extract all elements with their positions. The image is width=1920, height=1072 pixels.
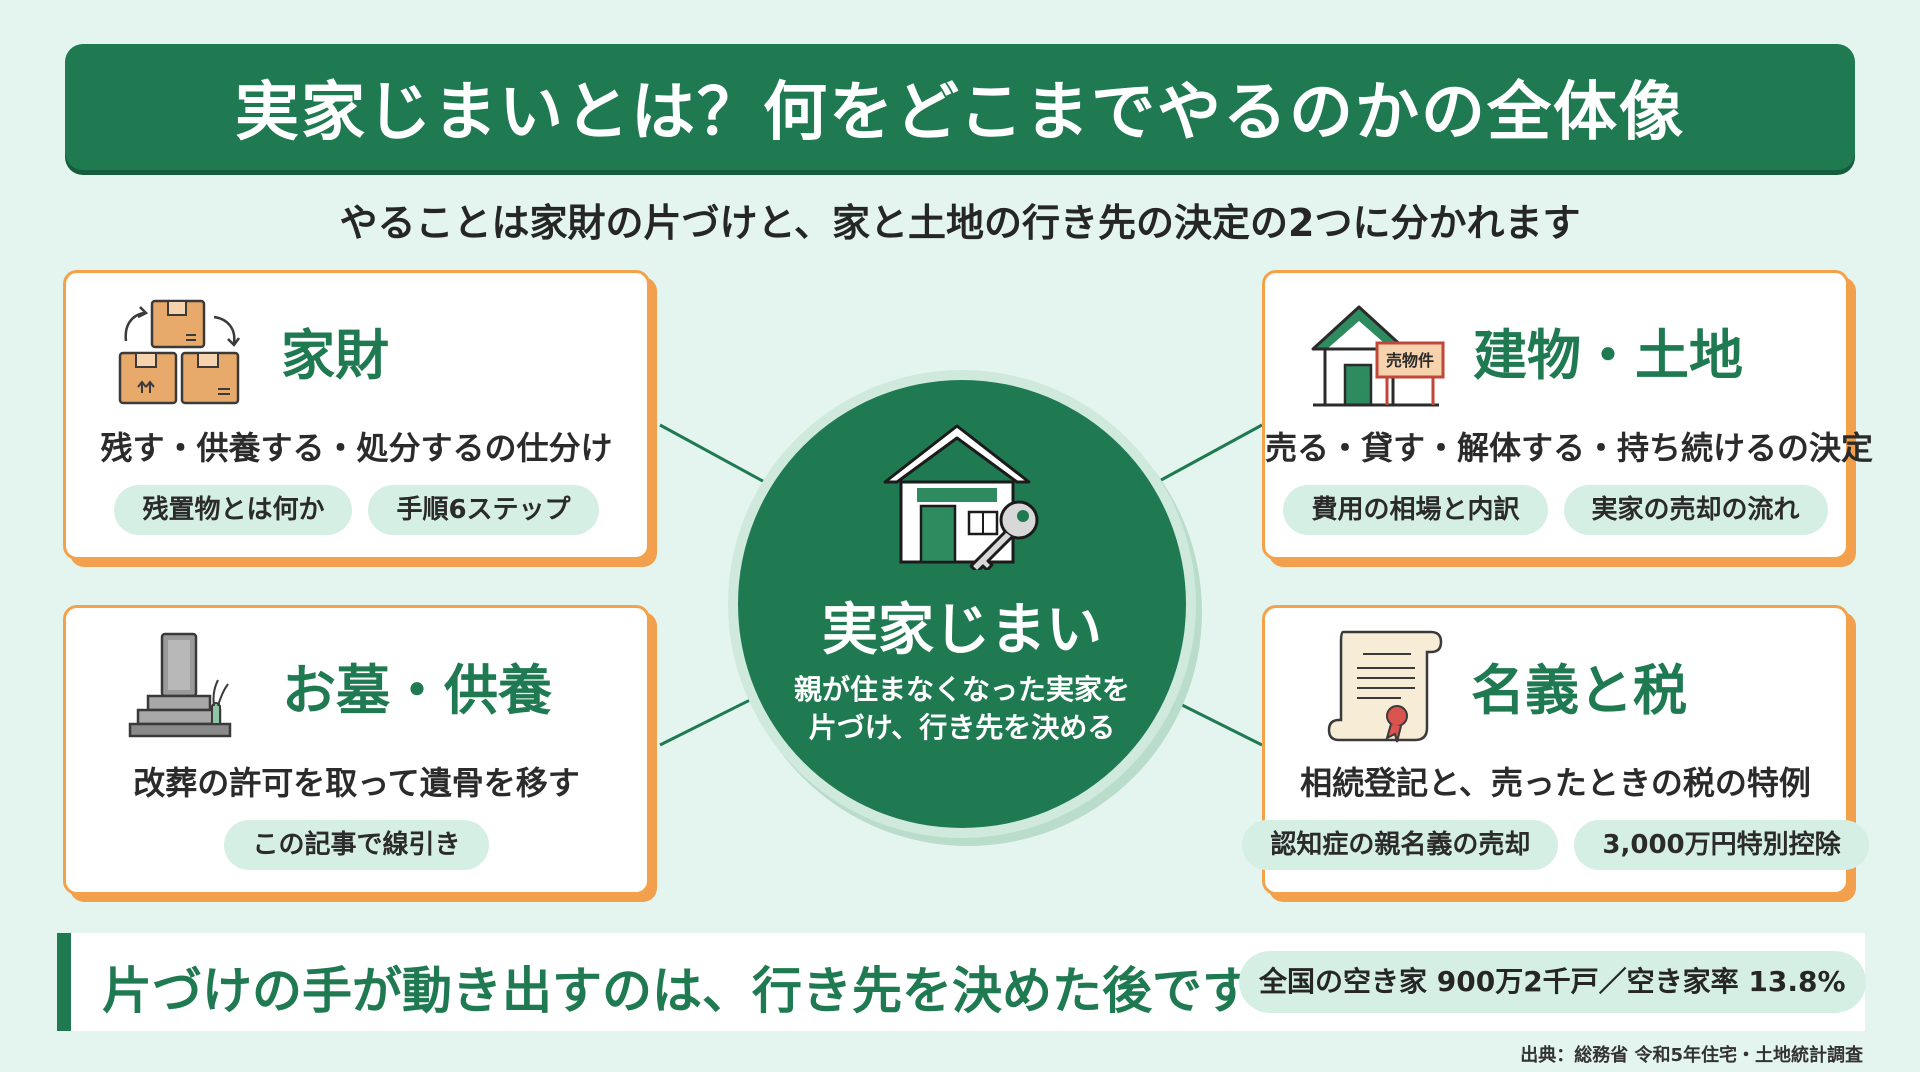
center-subtitle-line2: 片づけ、行き先を決める (808, 711, 1116, 744)
page-subtitle: やることは家財の片づけと、家と土地の行き先の決定の2つに分かれます (339, 201, 1581, 245)
pill-link-steps[interactable]: 手順6ステップ (368, 485, 599, 535)
center-hub: 実家じまい 親が住まなくなった実家を 片づけ、行き先を決める (738, 380, 1186, 828)
card-kazai: 家財 残す・供養する・処分するの仕分け 残置物とは何か 手順6ステップ (63, 270, 650, 560)
pill-link-cost[interactable]: 費用の相場と内訳 (1283, 485, 1548, 535)
card-description: 相続登記と、売ったときの税の特例 (1300, 764, 1811, 802)
card-pill-group: 費用の相場と内訳 実家の売却の流れ (1265, 485, 1846, 535)
pill-link-sale-flow[interactable]: 実家の売却の流れ (1563, 485, 1828, 535)
card-heading: お墓・供養 (282, 659, 552, 722)
card-heading: 家財 (281, 324, 389, 387)
card-ohaka: お墓・供養 改葬の許可を取って遺骨を移す この記事で線引き (63, 605, 650, 895)
house-key-icon (883, 424, 1039, 570)
pill-link-scope[interactable]: この記事で線引き (224, 820, 489, 870)
boxes-icon (118, 299, 241, 405)
card-heading: 名義と税 (1471, 659, 1687, 722)
card-description: 改葬の許可を取って遺骨を移す (133, 764, 580, 802)
pill-link-zanchibutsu[interactable]: 残置物とは何か (114, 485, 353, 535)
sale-sign-text: 売物件 (1386, 351, 1434, 370)
grave-icon (128, 632, 232, 738)
pill-link-tax-deduction[interactable]: 3,000万円特別控除 (1574, 820, 1869, 870)
bottom-message: 片づけの手が動き出すのは、行き先を決めた後です (102, 962, 1252, 1020)
center-subtitle-line1: 親が住まなくなった実家を (793, 673, 1130, 706)
center-title: 実家じまい (822, 598, 1102, 663)
card-pill-group: 認知症の親名義の売却 3,000万円特別控除 (1242, 820, 1869, 870)
card-heading: 建物・土地 (1473, 324, 1743, 387)
certificate-icon (1327, 630, 1443, 743)
card-tatemono: 売物件 建物・土地 売る・貸す・解体する・持ち続けるの決定 費用の相場と内訳 実… (1262, 270, 1874, 560)
title-banner: 実家じまいとは？何をどこまでやるのかの全体像 (65, 44, 1855, 170)
card-pill-group: この記事で線引き (66, 820, 647, 870)
bottom-accent-stripe (57, 933, 71, 1031)
vacancy-stat-badge: 全国の空き家 900万2千戸／空き家率 13.8% (1239, 951, 1866, 1013)
source-citation: 出典：総務省 令和5年住宅・土地統計調査 (1520, 1045, 1863, 1066)
pill-link-dementia-sale[interactable]: 認知症の親名義の売却 (1242, 820, 1559, 870)
card-pill-group: 残置物とは何か 手順6ステップ (66, 485, 647, 535)
house-for-sale-icon: 売物件 (1311, 305, 1445, 407)
card-meigi: 名義と税 相続登記と、売ったときの税の特例 認知症の親名義の売却 3,000万円… (1242, 605, 1869, 895)
bottom-message-bar: 片づけの手が動き出すのは、行き先を決めた後です 全国の空き家 900万2千戸／空… (57, 933, 1866, 1031)
card-description: 残す・供養する・処分するの仕分け (100, 429, 613, 467)
page-title: 実家じまいとは？何をどこまでやるのかの全体像 (234, 76, 1686, 150)
card-description: 売る・貸す・解体する・持ち続けるの決定 (1265, 429, 1874, 467)
